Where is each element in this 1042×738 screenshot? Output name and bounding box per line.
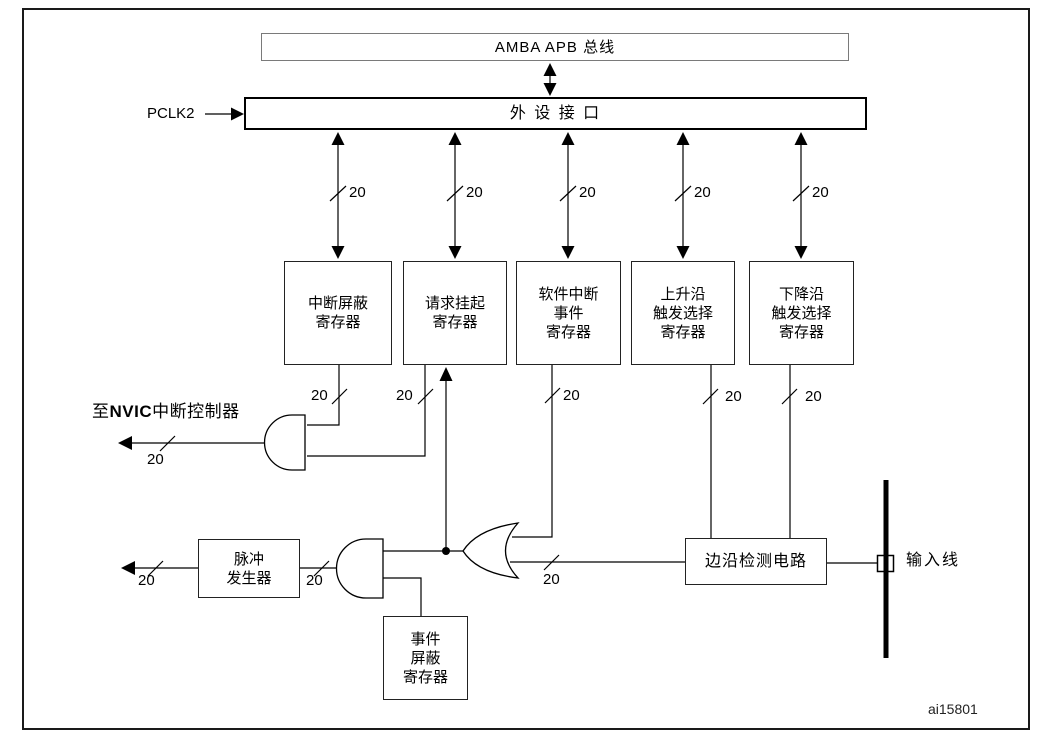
falling-edge-trigger-select-register-label: 下降沿 触发选择 寄存器 xyxy=(771,285,832,341)
software-interrupt-event-register-label: 软件中断 事件 寄存器 xyxy=(538,285,599,341)
junction-dot xyxy=(442,547,450,555)
bus5-down-arrowhead-icon xyxy=(794,246,808,259)
slash-bus3-icon xyxy=(559,185,577,202)
edge-detect-circuit-box: 边沿检测电路 xyxy=(685,538,827,585)
slash-or-edge-icon xyxy=(543,554,560,571)
input-line-label: 输入线 xyxy=(906,552,961,569)
slash-bus2-icon xyxy=(446,185,464,202)
peripheral-interface-box: 外 设 接 口 xyxy=(244,97,867,130)
imr-to-and-wire xyxy=(307,365,340,426)
pending-request-register-label: 请求挂起 寄存器 xyxy=(424,295,485,331)
bus5-up-arrowhead-icon xyxy=(794,132,808,145)
software-interrupt-event-register-box: 软件中断 事件 寄存器 xyxy=(516,261,621,365)
pulse-generator-box: 脉冲 发生器 xyxy=(198,539,300,598)
bus1-down-arrowhead-icon xyxy=(331,246,345,259)
bus-width-label: 20 xyxy=(563,387,580,404)
and-gate-event xyxy=(335,538,384,599)
pr-up-arrowhead-icon xyxy=(439,367,453,381)
falling-edge-trigger-select-register-box: 下降沿 触发选择 寄存器 xyxy=(749,261,854,365)
bus-width-label: 20 xyxy=(543,571,560,588)
pulse-generator-label: 脉冲 发生器 xyxy=(226,550,272,587)
slash-swier-icon xyxy=(544,387,561,404)
slash-imr-icon xyxy=(331,388,348,405)
bus-width-label: 20 xyxy=(579,184,596,201)
bus-width-label: 20 xyxy=(396,387,413,404)
slash-pulse-left-icon xyxy=(147,560,164,577)
bus-width-label: 20 xyxy=(147,451,164,468)
gates xyxy=(263,414,520,599)
amba-apb-bus-label: AMBA APB 总线 xyxy=(494,38,616,56)
slash-pr-icon xyxy=(417,388,434,405)
edge-detect-circuit-label: 边沿检测电路 xyxy=(704,553,807,570)
figure-id-label: ai15801 xyxy=(928,701,978,717)
pclk-arrowhead-icon xyxy=(231,107,244,121)
bus-width-label: 20 xyxy=(466,184,483,201)
bus-width-label: 20 xyxy=(725,388,742,405)
swier-to-or-wire xyxy=(512,365,553,538)
arrowheads xyxy=(118,63,808,575)
bus-width-label: 20 xyxy=(812,184,829,201)
diagram-border xyxy=(22,8,1030,730)
bus4-up-arrowhead-icon xyxy=(676,132,690,145)
or-gate xyxy=(462,522,520,579)
slash-bus4-icon xyxy=(674,185,692,202)
pr-to-and-wire xyxy=(307,365,426,457)
bus-width-label: 20 xyxy=(694,184,711,201)
bus2-up-arrowhead-icon xyxy=(448,132,462,145)
nvic-label-suffix: 中断控制器 xyxy=(152,402,240,421)
event-mask-register-box: 事件 屏蔽 寄存器 xyxy=(383,616,468,700)
event-mask-register-label: 事件 屏蔽 寄存器 xyxy=(402,630,448,686)
amba-apb-bus-box: AMBA APB 总线 xyxy=(261,33,849,61)
apb-up-arrowhead-icon xyxy=(543,63,557,76)
slash-rtsr-icon xyxy=(702,388,719,405)
pclk2-label: PCLK2 xyxy=(147,105,195,122)
rising-edge-trigger-select-register-label: 上升沿 触发选择 寄存器 xyxy=(652,285,713,341)
evmask-to-and2-wire xyxy=(383,577,422,616)
and-gate-nvic xyxy=(263,414,306,471)
peripheral-interface-label: 外 设 接 口 xyxy=(509,105,602,122)
interrupt-mask-register-box: 中断屏蔽 寄存器 xyxy=(284,261,392,365)
bus-width-label: 20 xyxy=(138,572,155,589)
bus-width-label: 20 xyxy=(311,387,328,404)
slash-nvic-icon xyxy=(159,435,176,452)
slash-pulse-right-icon xyxy=(313,560,330,577)
slash-bus1-icon xyxy=(329,185,347,202)
nvic-arrowhead-icon xyxy=(118,436,132,450)
bus3-down-arrowhead-icon xyxy=(561,246,575,259)
bus-width-label: 20 xyxy=(349,184,366,201)
bus1-up-arrowhead-icon xyxy=(331,132,345,145)
pending-request-register-box: 请求挂起 寄存器 xyxy=(403,261,507,365)
nvic-label-bold: NVIC xyxy=(109,402,153,421)
bus-width-label: 20 xyxy=(805,388,822,405)
bus-slashes xyxy=(147,185,810,577)
bus4-down-arrowhead-icon xyxy=(676,246,690,259)
rising-edge-trigger-select-register-box: 上升沿 触发选择 寄存器 xyxy=(631,261,735,365)
slash-ftsr-icon xyxy=(781,388,798,405)
bus2-down-arrowhead-icon xyxy=(448,246,462,259)
interrupt-mask-register-label: 中断屏蔽 寄存器 xyxy=(307,295,368,331)
wires xyxy=(132,74,877,616)
slash-bus5-icon xyxy=(792,185,810,202)
pulse-out-arrowhead-icon xyxy=(121,561,135,575)
bus3-up-arrowhead-icon xyxy=(561,132,575,145)
nvic-label-prefix: 至 xyxy=(92,402,110,421)
to-nvic-controller-label: 至NVIC中断控制器 xyxy=(92,402,240,421)
apb-down-arrowhead-icon xyxy=(543,83,557,96)
bus-width-label: 20 xyxy=(306,572,323,589)
